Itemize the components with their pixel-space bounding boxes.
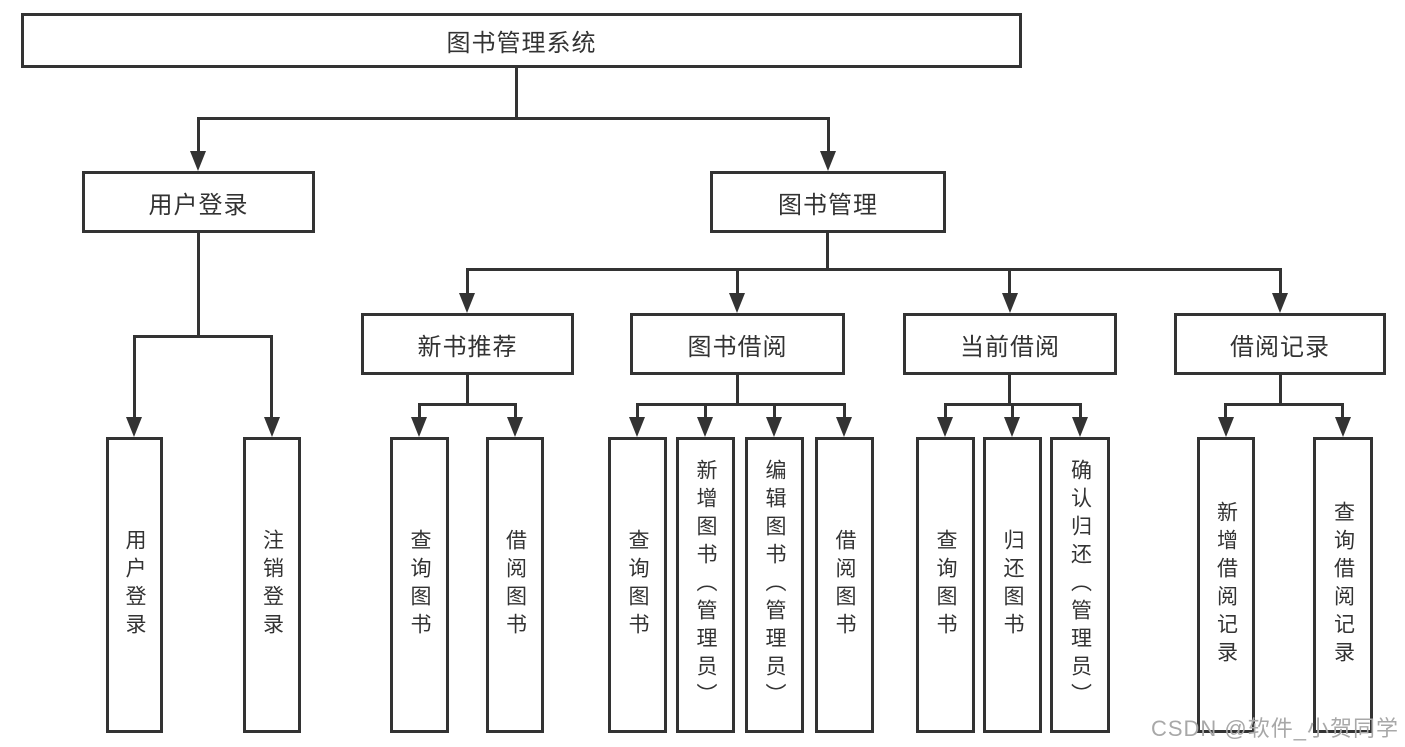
connector-user-login-rail [133,335,273,338]
connector-drop [1008,268,1011,295]
connector-drop [1341,403,1344,419]
connector-rail [1224,403,1344,406]
connector-drop [1079,403,1082,419]
connector-drop [944,403,947,419]
connector-drop [1224,403,1227,419]
connector-drop [843,403,846,419]
node-leaf-user-login: 用户登录 [106,437,163,733]
arrow-down-icon [411,417,427,437]
arrow-down-icon [1002,293,1018,313]
connector-drop [418,403,421,419]
arrow-down-icon [1072,417,1088,437]
leaf-label: 借阅图书 [833,529,856,641]
connector-stem [736,375,739,406]
arrow-down-icon [1335,417,1351,437]
node-borrowing-records: 借阅记录 [1174,313,1386,375]
connector-book-mgmt-rail [466,268,1282,271]
leaf-label: 用户登录 [123,529,146,641]
node-leaf-return-books: 归还图书 [983,437,1042,733]
connector-user-login-stem [197,233,200,337]
connector-rail [636,403,846,406]
leaf-label: 新增图书（管理员） [694,459,717,711]
connector-drop [466,268,469,295]
node-new-book-recommend: 新书推荐 [361,313,574,375]
node-book-borrowing: 图书借阅 [630,313,845,375]
arrow-down-icon [126,417,142,437]
connector-drop [827,117,830,153]
arrow-down-icon [766,417,782,437]
arrow-down-icon [729,293,745,313]
arrow-down-icon [1218,417,1234,437]
node-leaf-query-books-current: 查询图书 [916,437,975,733]
leaf-label: 查询图书 [626,529,649,641]
leaf-label: 查询图书 [934,529,957,641]
connector-drop [197,117,200,153]
connector-stem [1279,375,1282,406]
node-leaf-add-books-admin: 新增图书（管理员） [676,437,735,733]
connector-rail [418,403,517,406]
connector-book-mgmt-stem [826,233,829,271]
node-leaf-query-books-recommend: 查询图书 [390,437,449,733]
arrow-down-icon [820,151,836,171]
connector-root-stem [515,68,518,120]
connector-drop [636,403,639,419]
node-leaf-logout: 注销登录 [243,437,301,733]
connector-drop [773,403,776,419]
leaf-label: 借阅图书 [503,529,527,641]
leaf-label: 编辑图书（管理员） [763,459,786,711]
arrow-down-icon [697,417,713,437]
arrow-down-icon [1272,293,1288,313]
arrow-down-icon [459,293,475,313]
node-book-management: 图书管理 [710,171,946,233]
node-leaf-add-borrow-record: 新增借阅记录 [1197,437,1255,733]
arrow-down-icon [1004,417,1020,437]
leaf-label: 注销登录 [260,529,284,641]
arrow-down-icon [190,151,206,171]
node-leaf-borrow-books: 借阅图书 [815,437,874,733]
arrow-down-icon [937,417,953,437]
connector-drop [704,403,707,419]
csdn-watermark: CSDN @软件_小贺同学 [1150,716,1399,741]
node-leaf-edit-books-admin: 编辑图书（管理员） [745,437,804,733]
node-leaf-confirm-return-admin: 确认归还（管理员） [1050,437,1110,733]
node-current-borrowing: 当前借阅 [903,313,1117,375]
arrow-down-icon [836,417,852,437]
arrow-down-icon [507,417,523,437]
leaf-label: 新增借阅记录 [1214,501,1238,669]
leaf-label: 查询借阅记录 [1331,501,1355,669]
node-user-login: 用户登录 [82,171,315,233]
connector-root-rail [197,117,830,120]
node-library-system: 图书管理系统 [21,13,1022,68]
connector-stem [466,375,469,406]
connector-drop [514,403,517,419]
connector-drop [1279,268,1282,295]
connector-stem [1008,375,1011,406]
node-leaf-borrow-books-recommend: 借阅图书 [486,437,544,733]
connector-drop [1011,403,1014,419]
connector-drop [736,268,739,295]
leaf-label: 归还图书 [1001,529,1024,641]
connector-drop [133,335,136,419]
connector-drop [270,335,273,419]
leaf-label: 确认归还（管理员） [1068,459,1092,711]
leaf-label: 查询图书 [408,529,431,641]
node-leaf-query-books-borrowing: 查询图书 [608,437,667,733]
node-leaf-query-borrow-record: 查询借阅记录 [1313,437,1373,733]
arrow-down-icon [629,417,645,437]
arrow-down-icon [264,417,280,437]
